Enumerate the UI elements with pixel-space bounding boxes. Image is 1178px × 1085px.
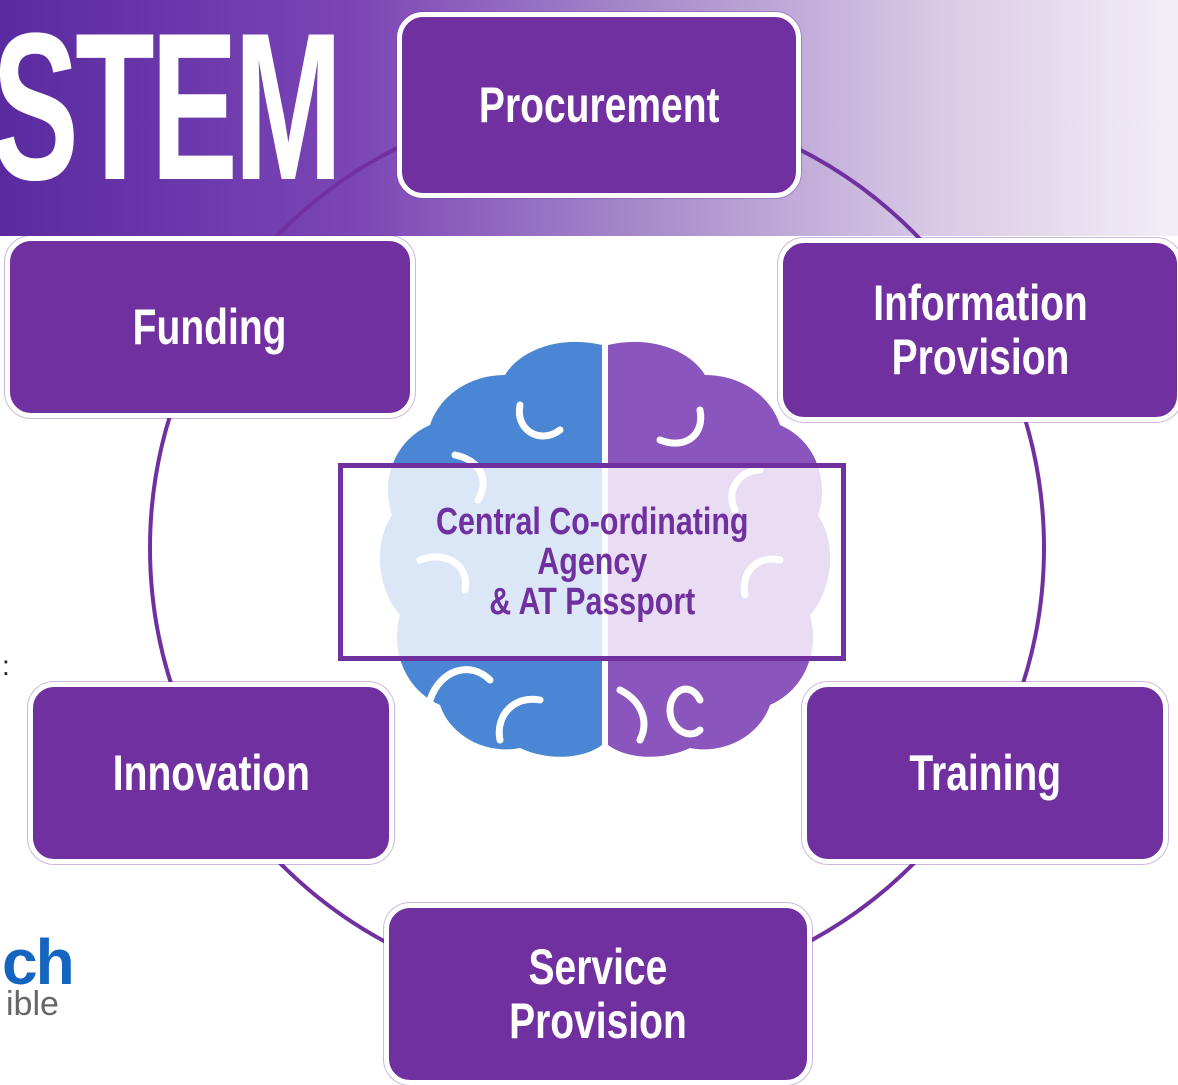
logo-secondary-text: ible [6,985,59,1023]
edge-text-fragment: : [2,650,10,681]
node-training: Training [802,682,1168,864]
central-agency-box: Central Co-ordinating Agency & AT Passpo… [338,463,846,661]
logo-primary-text: ch [2,930,75,998]
node-training-label: Training [909,745,1061,801]
brand-logo: ch ible [0,930,110,1030]
node-procurement-label: Procurement [478,77,720,133]
node-information-provision-label: Information Provision [872,275,1088,385]
node-innovation: Innovation [28,682,394,864]
node-innovation-label: Innovation [112,745,310,801]
node-service-provision: Service Provision [384,903,812,1085]
node-procurement: Procurement [397,12,801,198]
node-funding-label: Funding [133,299,287,355]
banner-title: STEM [0,0,343,224]
node-information-provision: Information Provision [778,238,1178,422]
central-agency-label: Central Co-ordinating Agency & AT Passpo… [435,501,749,623]
node-funding: Funding [5,236,415,418]
node-service-provision-label: Service Provision [509,939,687,1049]
